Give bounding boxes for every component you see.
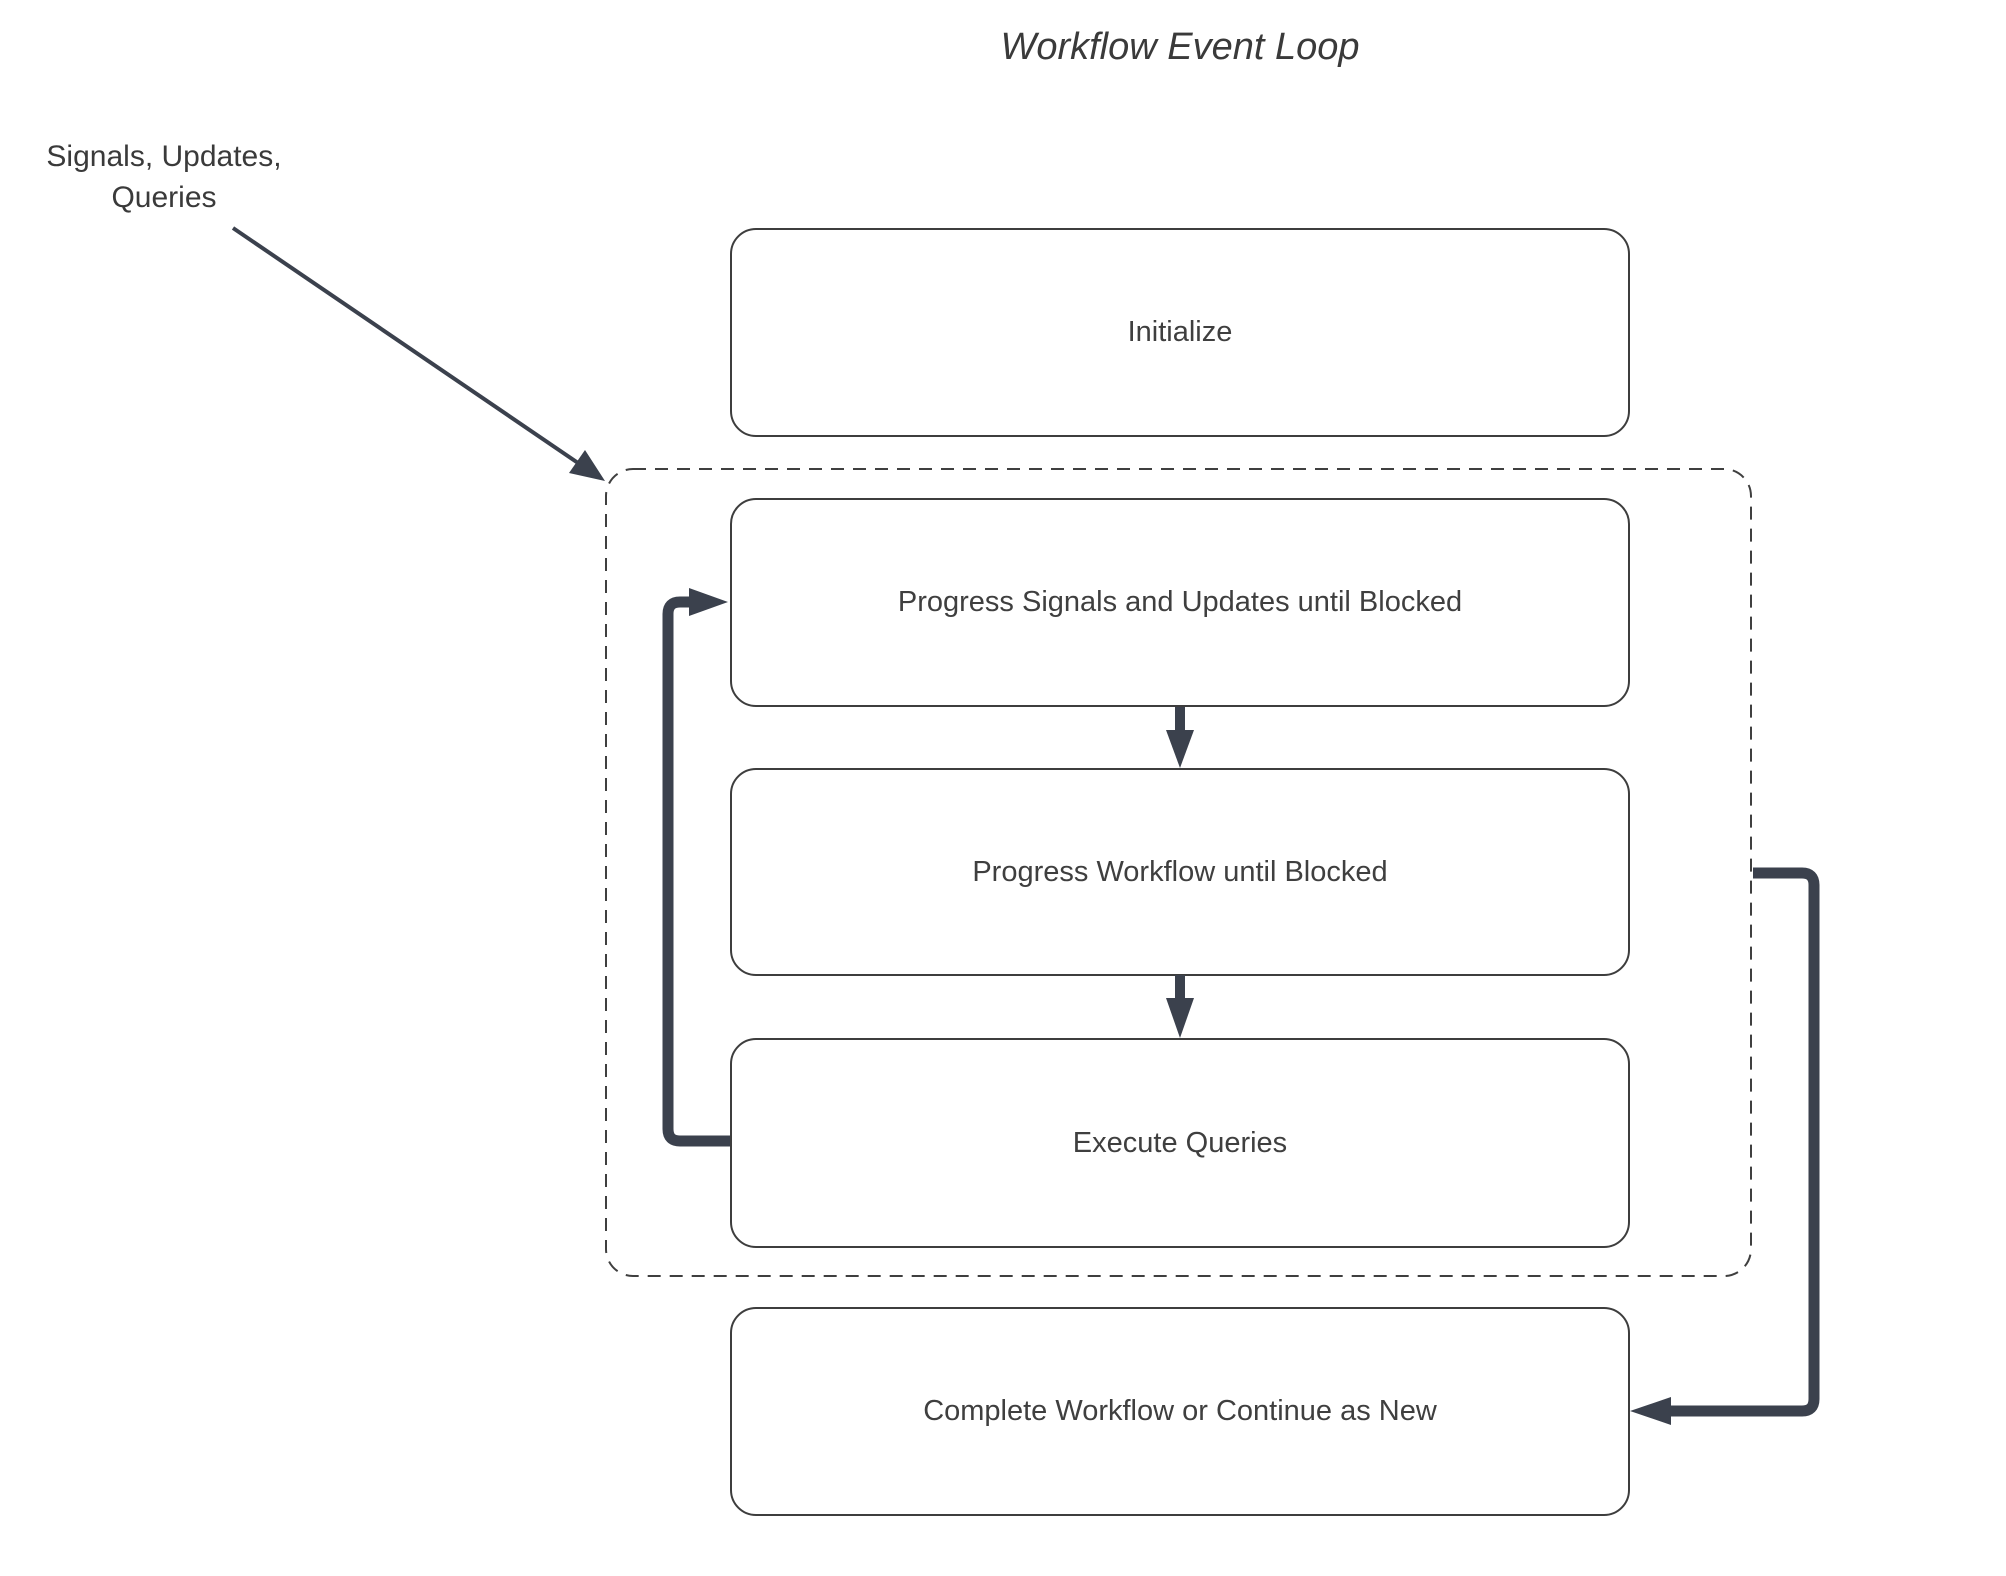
node-complete-workflow: Complete Workflow or Continue as New: [730, 1307, 1630, 1516]
node-initialize-label: Initialize: [1127, 316, 1233, 348]
node-progress-workflow-label: Progress Workflow until Blocked: [972, 855, 1388, 888]
diagram-title: Workflow Event Loop: [1000, 26, 1360, 68]
node-execute-queries: Execute Queries: [730, 1038, 1630, 1248]
signals-annotation-line2: Queries: [111, 181, 217, 214]
arrow-progress-signals-to-progress-workflow: [1166, 707, 1194, 768]
node-initialize: Initialize: [730, 228, 1630, 437]
arrow-execute-queries-loop-back: [662, 588, 730, 1147]
node-progress-signals-label: Progress Signals and Updates until Block…: [897, 586, 1463, 618]
arrow-progress-workflow-to-execute-queries: [1166, 975, 1194, 1038]
node-execute-queries-label: Execute Queries: [1072, 1126, 1288, 1159]
arrow-signals-to-container: [231, 226, 605, 481]
signals-annotation-line1: Signals, Updates,: [46, 140, 282, 173]
node-progress-workflow: Progress Workflow until Blocked: [730, 768, 1630, 976]
arrow-container-to-complete: [1630, 867, 1820, 1425]
node-progress-signals-and-updates: Progress Signals and Updates until Block…: [730, 498, 1630, 707]
signals-annotation: Signals, Updates, Queries: [18, 136, 310, 218]
node-complete-workflow-label: Complete Workflow or Continue as New: [923, 1395, 1437, 1427]
